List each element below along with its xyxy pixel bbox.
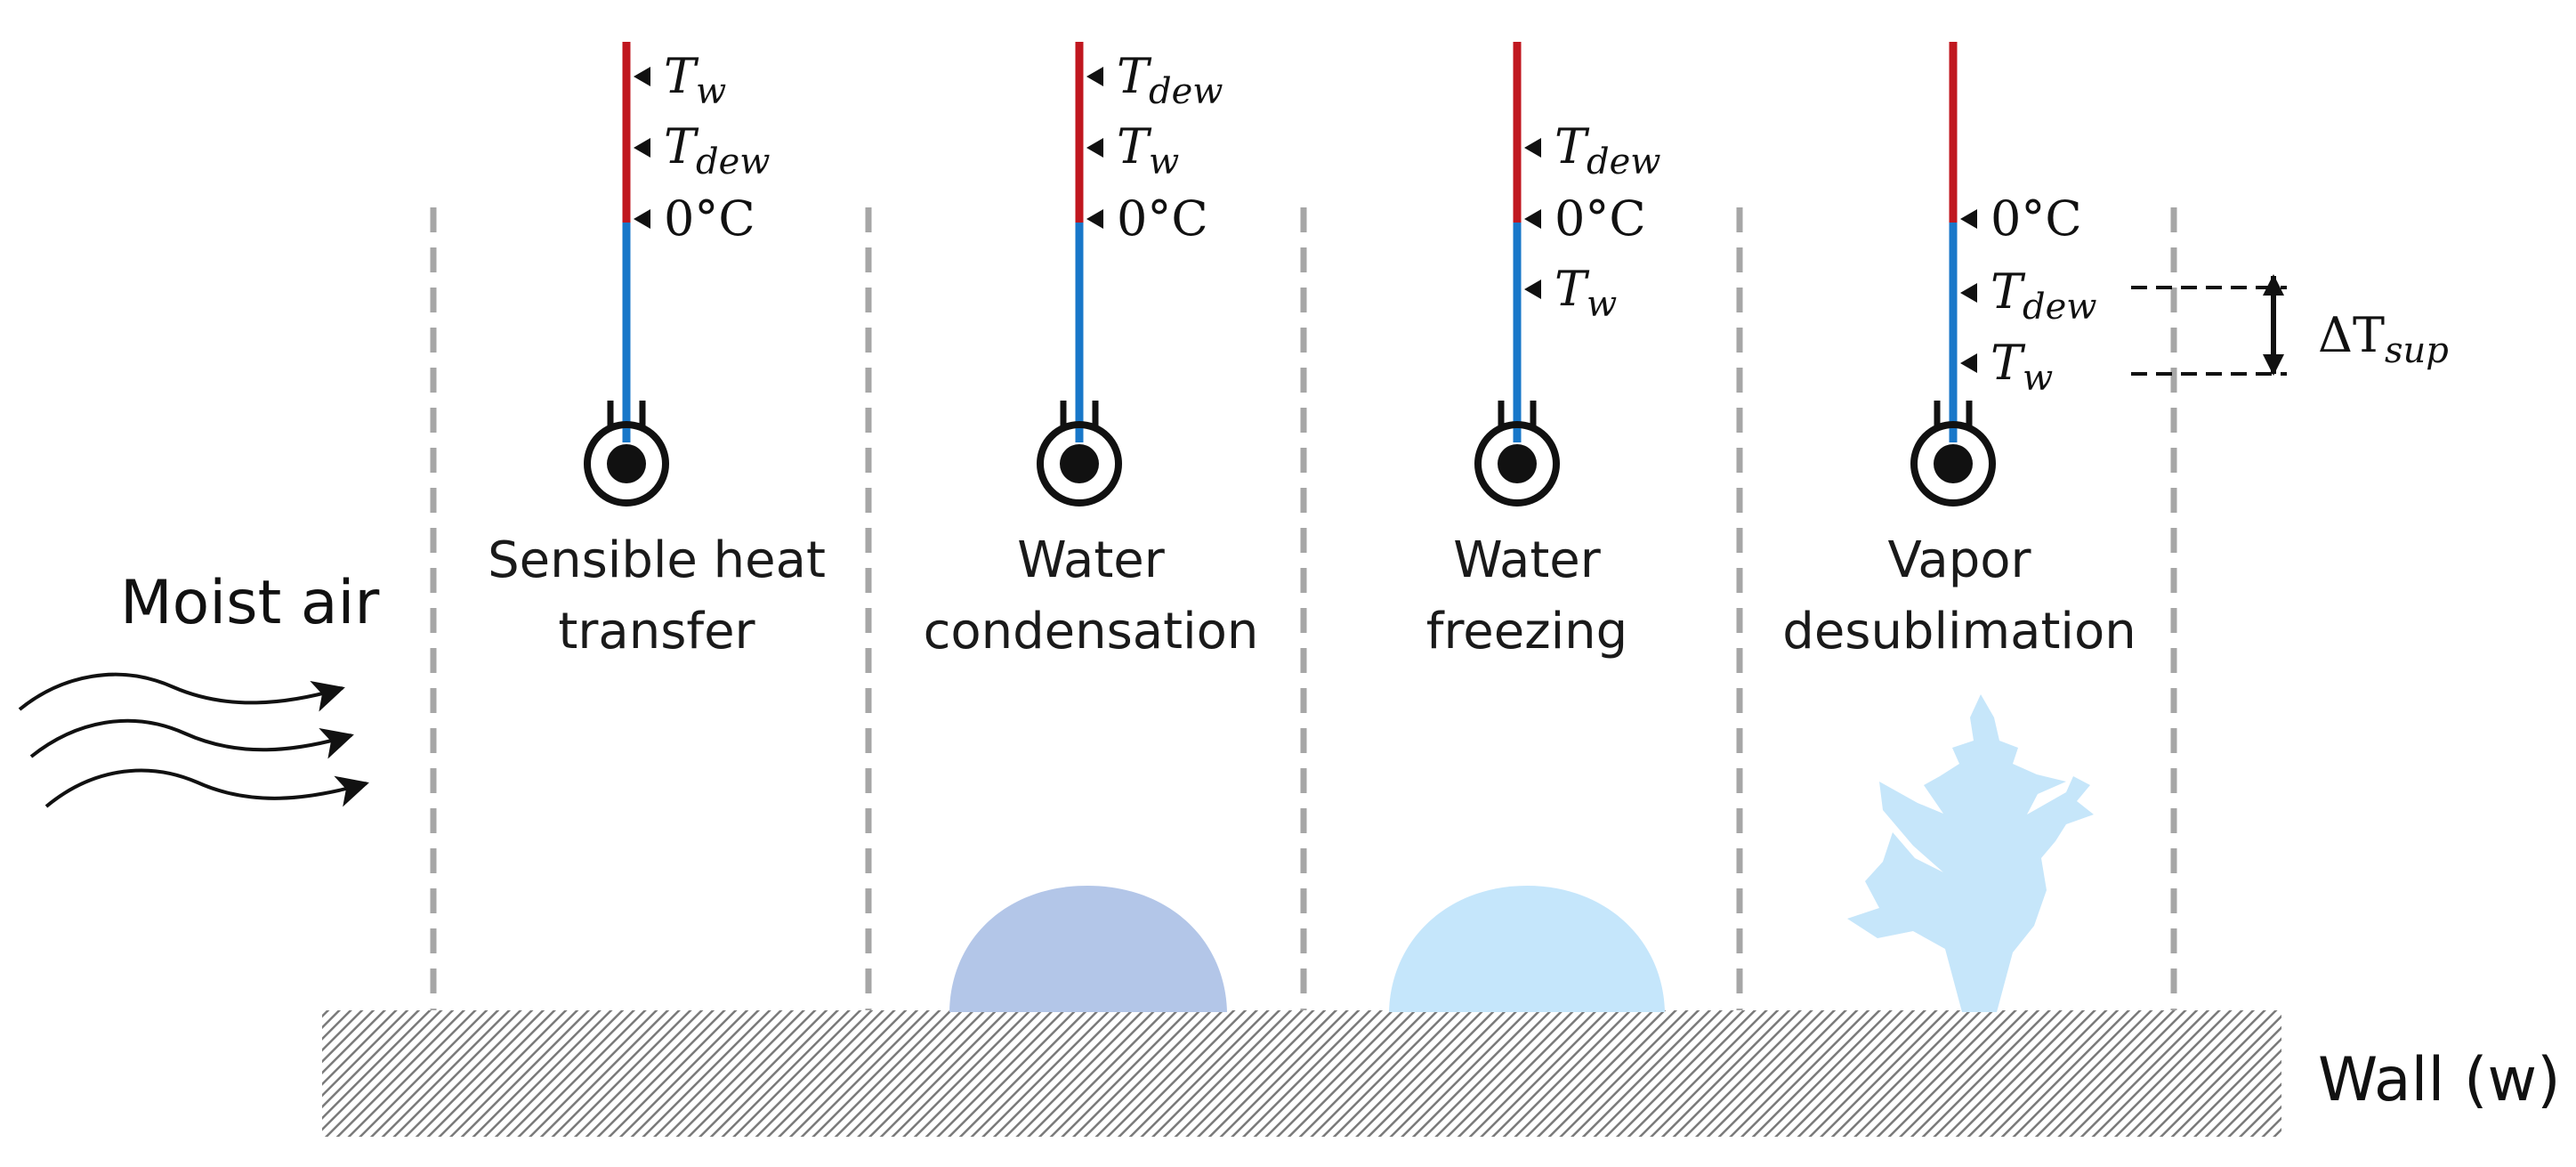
marker-t-dew: Tdew [1524, 118, 1661, 182]
airflow-arrows [18, 672, 369, 808]
supercooling-dimension: ΔTsup [2131, 274, 2449, 376]
thermometer-vapor-desublimation: 0°C Tdew Tw Vapor desublimation [1782, 42, 2136, 660]
marker-label: Tw [1117, 118, 1179, 182]
thermometer-bulb [607, 444, 646, 483]
column-dividers [430, 207, 2177, 1046]
thermometer-sensible-heat: Tw Tdew 0°C Sensible heat transfer [488, 42, 826, 660]
marker-label: Tdew [1117, 48, 1223, 112]
marker-pointer [634, 209, 650, 229]
marker-t-w: Tw [1524, 261, 1617, 325]
thermometer-bulb-ring [1910, 421, 1996, 507]
thermometer-bulb-ring [1037, 421, 1122, 507]
thermometer-bulb [1934, 444, 1973, 483]
marker-label: Tw [1991, 335, 2053, 399]
marker-t-w: Tw [1086, 118, 1179, 182]
marker-zero-c: 0°C [1086, 190, 1208, 247]
frozen-droplet [1389, 886, 1665, 1012]
caption-line: Sensible heat [488, 531, 826, 589]
marker-label: 0°C [1554, 190, 1646, 247]
thermometer-water-condensation: Tdew Tw 0°C Water condensation [924, 42, 1259, 660]
marker-pointer [1960, 353, 1977, 373]
marker-label: Tdew [1991, 263, 2097, 328]
caption-line: Water [1453, 531, 1602, 589]
thermometer-bulb-ring [1474, 421, 1560, 507]
marker-label: Tw [664, 48, 726, 112]
marker-pointer [1086, 67, 1103, 86]
marker-t-dew: Tdew [1960, 263, 2097, 328]
marker-pointer [1960, 283, 1977, 303]
airflow-arrow [18, 672, 345, 712]
water-droplet [949, 886, 1227, 1012]
moist-air-label: Moist air [120, 568, 379, 638]
marker-pointer [1086, 209, 1103, 229]
airflow-arrow [29, 718, 354, 759]
airflow-arrow [44, 768, 369, 808]
caption-line: Water [1017, 531, 1166, 589]
caption-line: condensation [924, 603, 1259, 660]
marker-label: 0°C [664, 190, 755, 247]
marker-pointer [1524, 209, 1541, 229]
marker-label: 0°C [1991, 190, 2082, 247]
thermometer-water-freezing: Tdew 0°C Tw Water freezing [1426, 42, 1661, 660]
marker-t-dew: Tdew [634, 118, 771, 182]
wall-label: Wall (w) [2318, 1045, 2561, 1115]
delta-t-sup-label: ΔTsup [2318, 307, 2449, 371]
marker-zero-c: 0°C [1524, 190, 1646, 247]
marker-t-w: Tw [1960, 335, 2053, 399]
marker-zero-c: 0°C [1960, 190, 2082, 247]
caption-line: Vapor [1887, 531, 2031, 589]
caption-line: desublimation [1782, 603, 2136, 660]
marker-t-dew: Tdew [1086, 48, 1223, 112]
marker-label: 0°C [1117, 190, 1208, 247]
marker-pointer [1960, 209, 1977, 229]
thermometers: Tw Tdew 0°C Sensible heat transfer [488, 42, 2136, 660]
deposits [949, 694, 2094, 1012]
caption-line: transfer [558, 603, 755, 660]
caption-line: freezing [1426, 603, 1627, 660]
marker-pointer [1524, 138, 1541, 158]
frost-crystal [1847, 694, 2094, 1012]
marker-pointer [634, 138, 650, 158]
wall-hatched-surface [322, 1010, 2281, 1137]
marker-pointer [1086, 138, 1103, 158]
marker-label: Tdew [664, 118, 771, 182]
marker-t-w: Tw [634, 48, 726, 112]
marker-zero-c: 0°C [634, 190, 755, 247]
marker-pointer [1524, 280, 1541, 299]
moist-air-group: Moist air [18, 568, 379, 808]
marker-label: Tdew [1554, 118, 1661, 182]
marker-pointer [634, 67, 650, 86]
thermometer-bulb [1060, 444, 1099, 483]
wall: Wall (w) [322, 1010, 2561, 1137]
thermometer-bulb [1498, 444, 1537, 483]
marker-label: Tw [1554, 261, 1617, 325]
thermometer-bulb-ring [584, 421, 669, 507]
